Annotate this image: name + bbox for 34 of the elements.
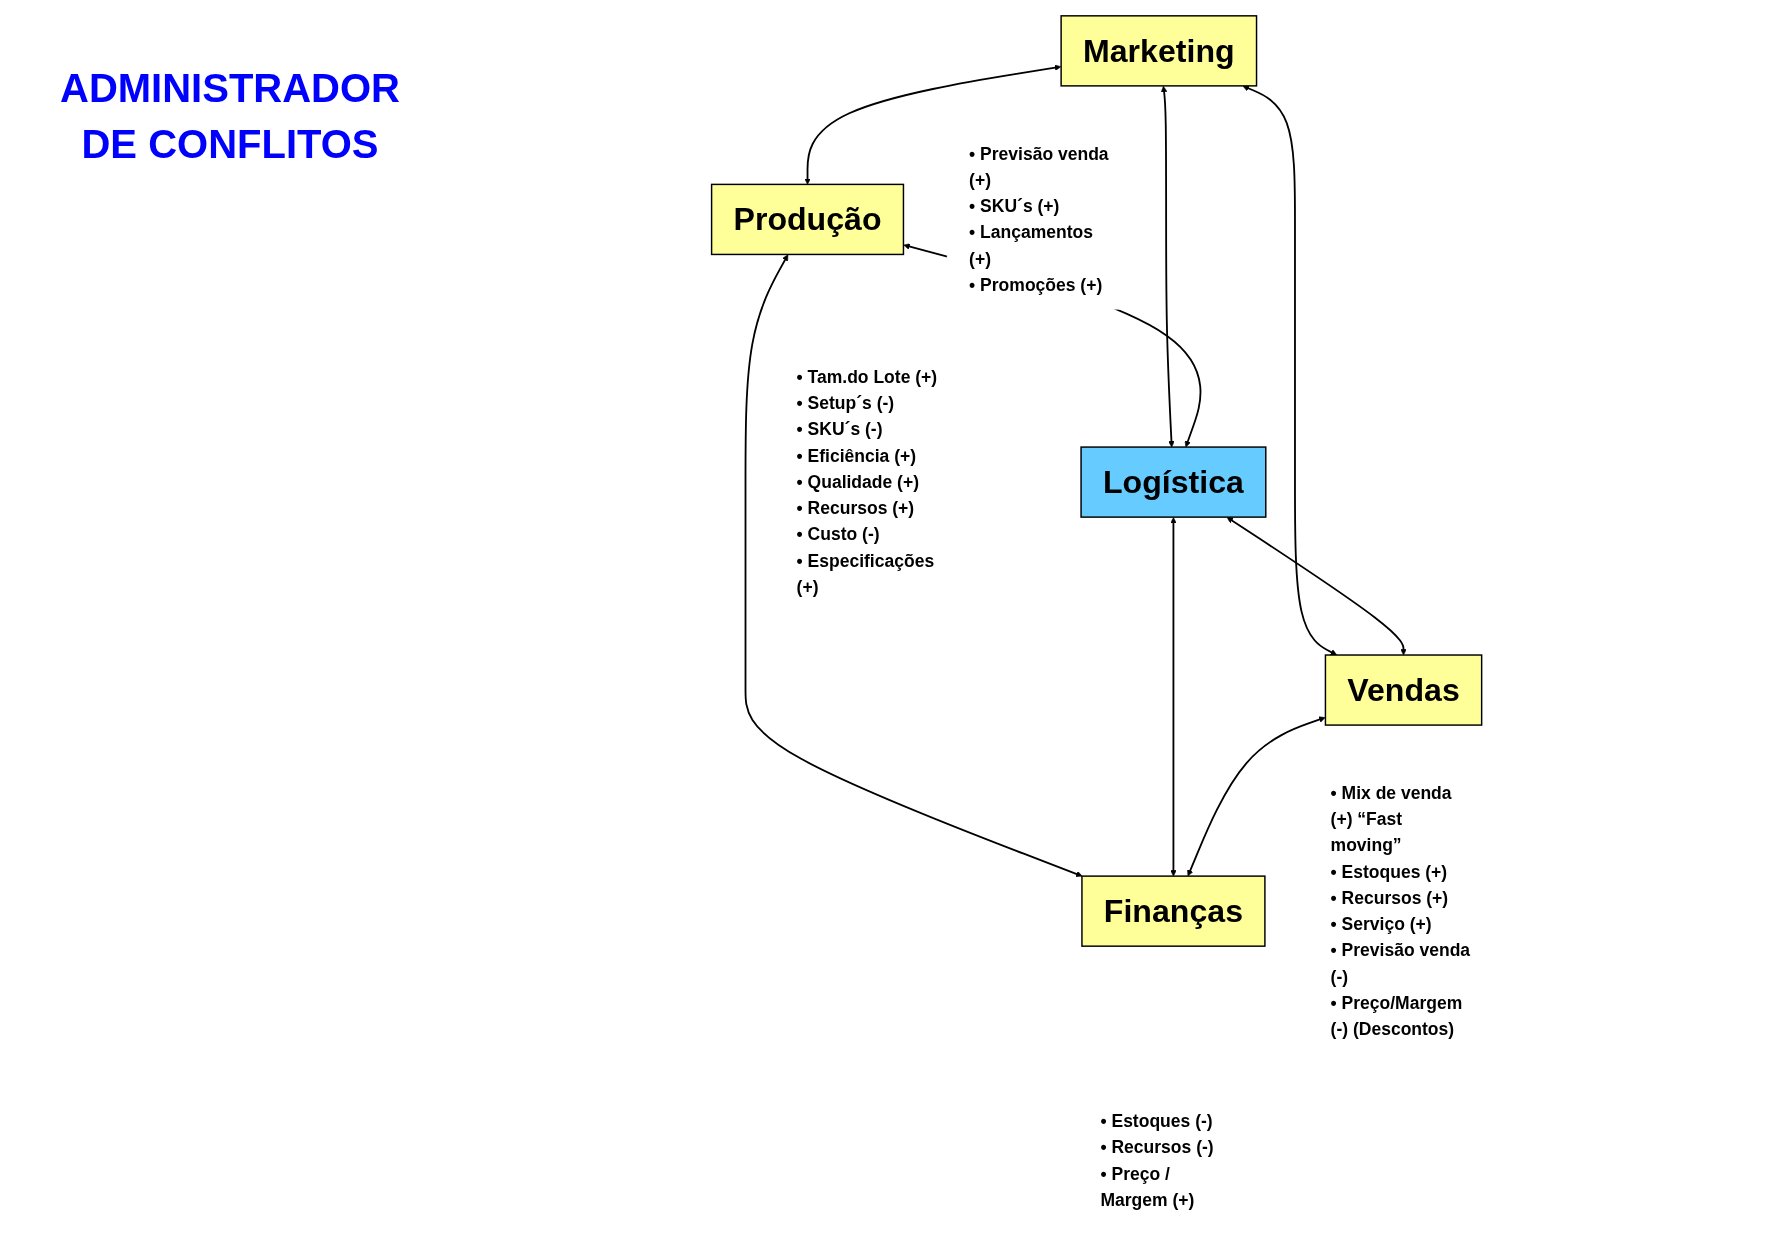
- node-label: • SKU´s (-): [796, 419, 883, 440]
- node-label: • Previsão venda (+): [969, 143, 1109, 190]
- node-label: • Promoções (+): [969, 274, 1103, 295]
- node-label: • Tam.do Lote (+): [796, 366, 938, 387]
- node-label: • Lançamentos (+): [969, 222, 1093, 269]
- node-label: • Recursos (+): [1330, 887, 1449, 908]
- node-label: • Previsão venda (-): [1330, 940, 1471, 987]
- arrow: [1160, 85, 1175, 448]
- node-box: Finanças: [1081, 875, 1266, 947]
- arrow: [1226, 517, 1407, 656]
- node-label: • Estoques (+): [1330, 861, 1448, 882]
- node-label: • Qualidade (+): [796, 471, 919, 492]
- node-label: • Serviço (+): [1330, 914, 1432, 934]
- node-box: Produção: [710, 183, 905, 256]
- node-label: • SKU´s (+): [969, 196, 1060, 216]
- arrow: [1187, 716, 1326, 877]
- node-box: Marketing: [1060, 15, 1258, 87]
- arrow: [804, 64, 1062, 185]
- node-label: • Recursos (-): [1100, 1137, 1214, 1158]
- node-label: • Especificações (+): [796, 550, 935, 597]
- node-label: • Setup´s (-): [796, 393, 895, 413]
- node-label: • Recursos (+): [796, 498, 915, 518]
- node-label: • Custo (-): [796, 524, 880, 545]
- node-label: • Estoques (-): [1100, 1111, 1213, 1131]
- node-label: • Preço/Margem (-) (Descontos): [1330, 992, 1463, 1039]
- arrow: [1170, 517, 1177, 877]
- arrow: [1242, 85, 1337, 656]
- arrow: [744, 254, 1083, 878]
- node-label: • Eficiência (+): [796, 445, 917, 466]
- node-label: • Preço / Margem (+): [1100, 1163, 1195, 1210]
- node-box: Logística: [1080, 446, 1267, 518]
- title: ADMINISTRADOR DE CONFLITOS: [59, 65, 401, 168]
- node-box: Vendas: [1324, 654, 1483, 726]
- node-label: • Mix de venda (+) “Fast moving”: [1330, 782, 1452, 855]
